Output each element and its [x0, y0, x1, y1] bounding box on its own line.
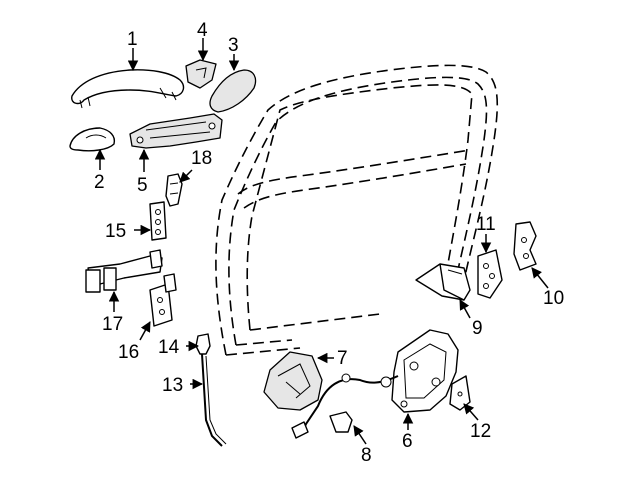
- part-9-striker: [415, 263, 471, 301]
- part-3-gasket: [209, 69, 257, 113]
- part-16-lower-hinge: [149, 273, 177, 327]
- lock-cable: [291, 373, 399, 439]
- callout-7: 7: [337, 348, 348, 369]
- callout-16: 16: [118, 342, 139, 363]
- callout-labels: 1 2 3 4 5 6 7 8 9 10 11 12 13 14 15 16 1…: [94, 20, 564, 466]
- part-13-lock-rod: [201, 353, 227, 447]
- callout-3: 3: [228, 35, 239, 56]
- part-2-handle-cap: [69, 127, 116, 152]
- callout-6: 6: [402, 431, 413, 452]
- part-4-cover-cap: [185, 59, 217, 89]
- callout-12: 12: [470, 421, 491, 442]
- part-6-lock-actuator: [391, 329, 459, 413]
- part-15-upper-hinge: [149, 201, 167, 241]
- callout-1: 1: [127, 29, 138, 50]
- callout-4: 4: [197, 20, 208, 41]
- callout-18: 18: [191, 148, 212, 169]
- part-18-clip: [165, 173, 183, 207]
- part-12-bracket: [449, 375, 471, 411]
- part-17-door-check: [85, 249, 163, 293]
- callout-17: 17: [102, 314, 123, 335]
- part-1-outside-handle: [71, 69, 185, 109]
- callout-2: 2: [94, 172, 105, 193]
- callout-10: 10: [543, 288, 564, 309]
- part-8-connector: [329, 411, 353, 433]
- callout-11: 11: [476, 214, 496, 235]
- callout-13: 13: [162, 375, 183, 396]
- part-7-lock-cover: [263, 351, 323, 411]
- callout-15: 15: [105, 221, 126, 242]
- callout-8: 8: [361, 445, 372, 466]
- part-11-plate: [477, 249, 503, 299]
- part-14-bushing: [195, 333, 211, 355]
- callout-9: 9: [472, 318, 483, 339]
- callout-5: 5: [137, 175, 148, 196]
- callout-14: 14: [158, 337, 180, 358]
- part-10-shim: [513, 221, 537, 271]
- leader-lines: [94, 38, 549, 445]
- part-5-handle-bracket: [129, 113, 223, 149]
- rear-door-outline: [215, 64, 499, 356]
